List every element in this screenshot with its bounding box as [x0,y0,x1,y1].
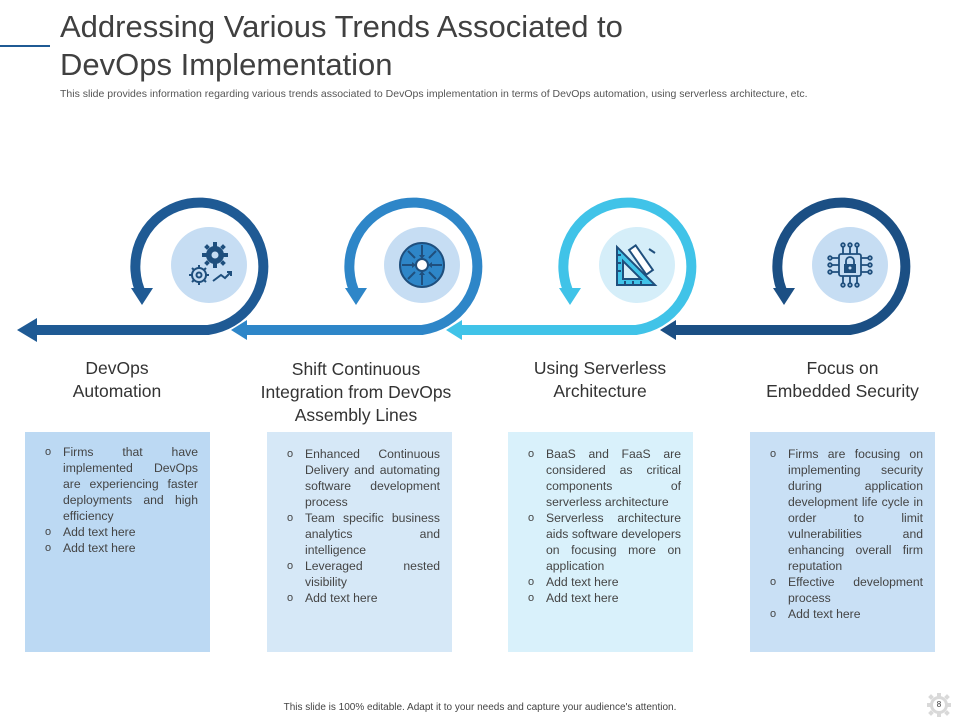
stage-1-arrowhead [17,318,37,342]
gear-icon [927,693,951,717]
stage-3-title-line: Architecture [553,381,647,401]
stage-3-panel: BaaS and FaaS are considered as critical… [508,432,693,652]
list-item: Enhanced Continuous Delivery and automat… [285,446,440,510]
gears-icon [189,242,232,285]
list-item: Team specific business analytics and int… [285,510,440,558]
stage-2-title: Shift Continuous Integration from DevOps… [245,358,467,427]
list-item: Add text here [43,540,198,556]
stage-3-loop-arrowhead [559,288,581,305]
slide-footer-note: This slide is 100% editable. Adapt it to… [283,702,677,713]
trend-flow-diagram [17,197,911,342]
stage-3-title-line: Using Serverless [533,358,667,378]
stage-4-title-line: Focus on [806,358,879,378]
secure-chip-icon [827,242,873,288]
stage-1-title-line: Automation [72,381,162,401]
stage-1-loop-arrowhead [131,288,153,305]
title-accent-line [0,45,50,47]
stage-2-arrowhead [231,320,247,340]
stage-4-arrowhead [660,320,676,340]
stage-2-title-line: Shift Continuous [291,359,421,379]
stage-1-title-line: DevOps [85,358,149,378]
title-line-1: Addressing Various Trends Associated to [60,9,623,44]
list-item: Add text here [526,590,681,606]
stage-2-panel: Enhanced Continuous Delivery and automat… [267,432,452,652]
list-item: BaaS and FaaS are considered as critical… [526,446,681,510]
stage-1-panel: Firms that have implemented DevOps are e… [25,432,210,652]
stage-3-loop [455,197,697,335]
stage-1-icon-circle [171,227,247,303]
list-item: Serverless architecture aids software de… [526,510,681,574]
stage-3-title: Using Serverless Architecture [505,357,695,403]
page-title: Addressing Various Trends Associated to … [60,8,920,84]
stage-2-loop [240,197,483,335]
list-item: Add text here [526,574,681,590]
stage-3-arrowhead [446,320,462,340]
stage-4-panel: Firms are focusing on implementing secur… [750,432,935,652]
stage-4-loop [670,197,911,335]
list-item: Firms are focusing on implementing secur… [768,446,923,574]
stage-3-icon-circle [599,227,675,303]
title-line-2: DevOps Implementation [60,47,393,82]
list-item: Leveraged nested visibility [285,558,440,590]
stage-4-icon-circle [812,227,888,303]
list-item: Effective development process [768,574,923,606]
integration-icon [399,242,445,288]
design-tools-icon [616,244,658,286]
stage-1-loop [30,197,269,335]
slide-subtitle: This slide provides information regardin… [60,88,808,100]
stage-2-icon-circle [384,227,460,303]
list-item: Add text here [285,590,440,606]
stage-2-loop-arrowhead [345,288,367,305]
list-item: Firms that have implemented DevOps are e… [43,444,198,524]
stage-1-bullet-list: Firms that have implemented DevOps are e… [43,444,198,556]
stage-4-bullet-list: Firms are focusing on implementing secur… [768,446,923,622]
stage-4-title: Focus on Embedded Security [745,357,940,403]
stage-2-title-line: Assembly Lines [294,405,418,425]
list-item: Add text here [43,524,198,540]
page-number-badge: 8 [926,692,952,718]
stage-4-title-line: Embedded Security [766,381,919,401]
list-item: Add text here [768,606,923,622]
stage-2-title-line: Integration from DevOps [260,382,452,402]
stage-3-bullet-list: BaaS and FaaS are considered as critical… [526,446,681,606]
stage-4-loop-arrowhead [773,288,795,305]
stage-2-bullet-list: Enhanced Continuous Delivery and automat… [285,446,440,606]
stage-1-title: DevOps Automation [27,357,207,403]
page-number: 8 [936,700,942,709]
